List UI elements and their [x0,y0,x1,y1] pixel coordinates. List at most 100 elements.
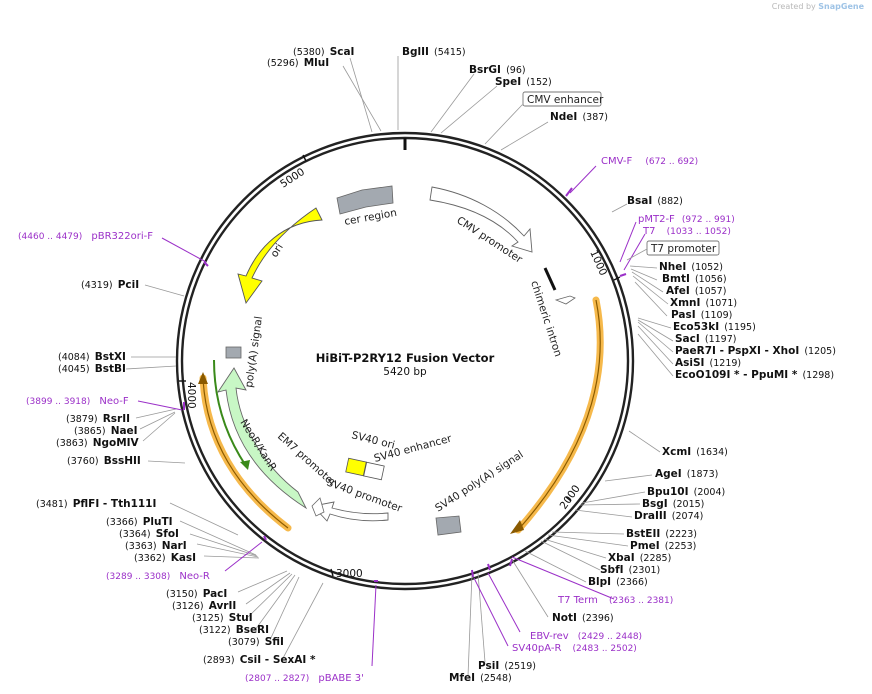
snapgene-logo: SnapGene [818,2,864,11]
primer-pbabe-3: (2807 .. 2827) pBABE 3' [245,666,364,685]
site-psii: PsiI (2519) [478,654,536,673]
site-saci: SacI (1197) [675,327,736,346]
primer-pmt2-f: pMT2-F (972 .. 991) [638,207,735,226]
site-blpi: BlpI (2366) [588,570,648,589]
em7-promoter-feature [311,497,325,517]
sv40-ori-feature [345,457,367,477]
backbone-outer [175,131,635,591]
primer-cmv-f: CMV-F (672 .. 692) [601,149,698,168]
site-spei: SpeI (152) [495,70,552,89]
primer-neo-r: (3289 .. 3308) Neo-R [106,564,210,583]
primer-t7: T7 (1033 .. 1052) [642,219,731,238]
cmv-enhancer-label: CMV enhancer [527,94,604,106]
site-nari: (3363) NarI [125,534,187,553]
t7-promoter-callout: T7 promoter [626,240,720,261]
tick-4000: 4000 [179,380,197,409]
site-bsshii: (3760) BssHII [67,449,141,468]
cmv-promoter-label: CMV promoter [454,214,525,266]
tick-5000: 5000 [278,154,307,191]
site-csii-sexai: (2893) CsiI - SexAI * [203,648,316,667]
site-nhei: NheI (1052) [659,255,723,274]
site-pasi: PasI (1109) [671,303,732,322]
site-agei: AgeI (1873) [655,462,718,481]
svg-text:4000: 4000 [185,382,197,409]
site-bsai: BsaI (882) [627,189,683,208]
site-eco0109i-ppumi: EcoO109I * - PpuMI * (1298) [675,363,834,382]
site-eco53ki: Eco53kI (1195) [673,315,756,334]
cer-region-feature [336,185,394,215]
site-pcii: (4319) PciI [81,273,139,292]
sv40-polya-feature [435,515,462,536]
enzyme-labels: (5380) ScaI (5296) MluI BglII (5415) Bsr… [36,40,836,685]
chimeric-intron-arrow [554,295,576,305]
enzyme-leader-lines [125,56,674,677]
primer-t7-term: T7 Term (2363 .. 2381) [557,588,673,607]
primer-sv40pa-r: SV40pA-R (2483 .. 2502) [512,636,637,655]
site-pmei: PmeI (2253) [630,534,696,553]
site-bstxi: (4084) BstXI [58,345,126,364]
neor-orf-arrowhead [240,460,250,470]
site-xcmi: XcmI (1634) [662,440,728,459]
site-xbai: XbaI (2285) [608,546,671,565]
site-pluti: (3366) PluTI [106,510,173,529]
neor-orf-line [213,359,247,467]
site-mlui: (5296) MluI [267,51,329,70]
site-bseri: (3122) BseRI [199,618,269,637]
site-bglii: BglII (5415) [402,40,466,59]
chimeric-intron-label: chimeric intron [528,279,564,358]
credit-prefix: Created by [771,2,816,11]
site-paer7i-pspxi-xhoi: PaeR7I - PspXI - XhoI (1205) [675,339,836,358]
fusion-cds-line [517,299,601,531]
site-bstbi: (4045) BstBI [58,357,126,376]
site-bsrgi: BsrGI (96) [469,58,526,77]
site-sbfi: SbfI (2301) [600,558,660,577]
site-paci: (3150) PacI [166,582,227,601]
site-asisi: AsiSI (1219) [675,351,741,370]
cmv-enhancer-callout: CMV enhancer [522,91,604,107]
site-naei: (3865) NaeI [74,419,138,438]
primer-ebv-rev: EBV-rev (2429 .. 2448) [530,624,642,643]
site-kasi: (3362) KasI [134,546,196,565]
site-bsgi: BsgI (2015) [642,492,704,511]
primer-leader-lines [137,165,646,667]
polya-feature [225,346,242,359]
site-rsrii: (3879) RsrII [66,407,130,426]
site-bmti: BmtI (1056) [662,267,727,286]
site-xmni: XmnI (1071) [670,291,737,310]
map-length: 5420 bp [383,366,427,378]
site-draiii: DraIII (2074) [634,504,703,523]
t7-promoter-label: T7 promoter [650,243,717,255]
map-title: HiBiT-P2RY12 Fusion Vector [316,351,495,365]
ori-feature [237,207,323,305]
site-ndei: NdeI (387) [550,105,608,124]
site-avrii: (3126) AvrII [172,594,236,613]
tick-3000: 3000 [330,568,363,580]
site-pflfi-tth111i: (3481) PflFI - Tth111I [36,492,156,511]
site-afei: AfeI (1057) [666,279,726,298]
site-scai: (5380) ScaI [293,40,354,59]
site-bpu10i: Bpu10I (2004) [647,480,725,499]
site-noti: NotI (2396) [552,606,614,625]
sv40-enhancer-feature [363,461,385,481]
sv40-promoter-feature [312,501,389,522]
left-orange-feature [199,374,292,532]
primer-neo-f: (3899 .. 3918) Neo-F [26,389,129,408]
neor-kanr-feature [216,367,308,510]
left-orange-line [202,377,289,529]
site-bsteii: BstEII (2223) [626,522,697,541]
polya-label: poly(A) signal [243,315,265,388]
site-sfoi: (3364) SfoI [119,522,179,541]
primer-pbr322ori-f: (4460 .. 4479) pBR322ori-F [18,224,153,243]
site-mfei: MfeI (2548) [449,666,512,685]
left-orange-arrowhead [198,372,208,384]
cmv-promoter-feature [429,186,533,253]
site-sfii: (3079) SfiI [228,630,284,649]
chimeric-intron-bar [543,267,557,291]
fusion-cds-arrowhead [510,520,524,534]
site-stui: (3125) StuI [192,606,253,625]
primer-labels: CMV-F (672 .. 692) pMT2-F (972 .. 991) T… [18,149,735,685]
svg-text:3000: 3000 [336,568,363,580]
sv40-polya-label: SV40 poly(A) signal [433,449,526,515]
site-ngomiv: (3863) NgoMIV [56,431,140,450]
